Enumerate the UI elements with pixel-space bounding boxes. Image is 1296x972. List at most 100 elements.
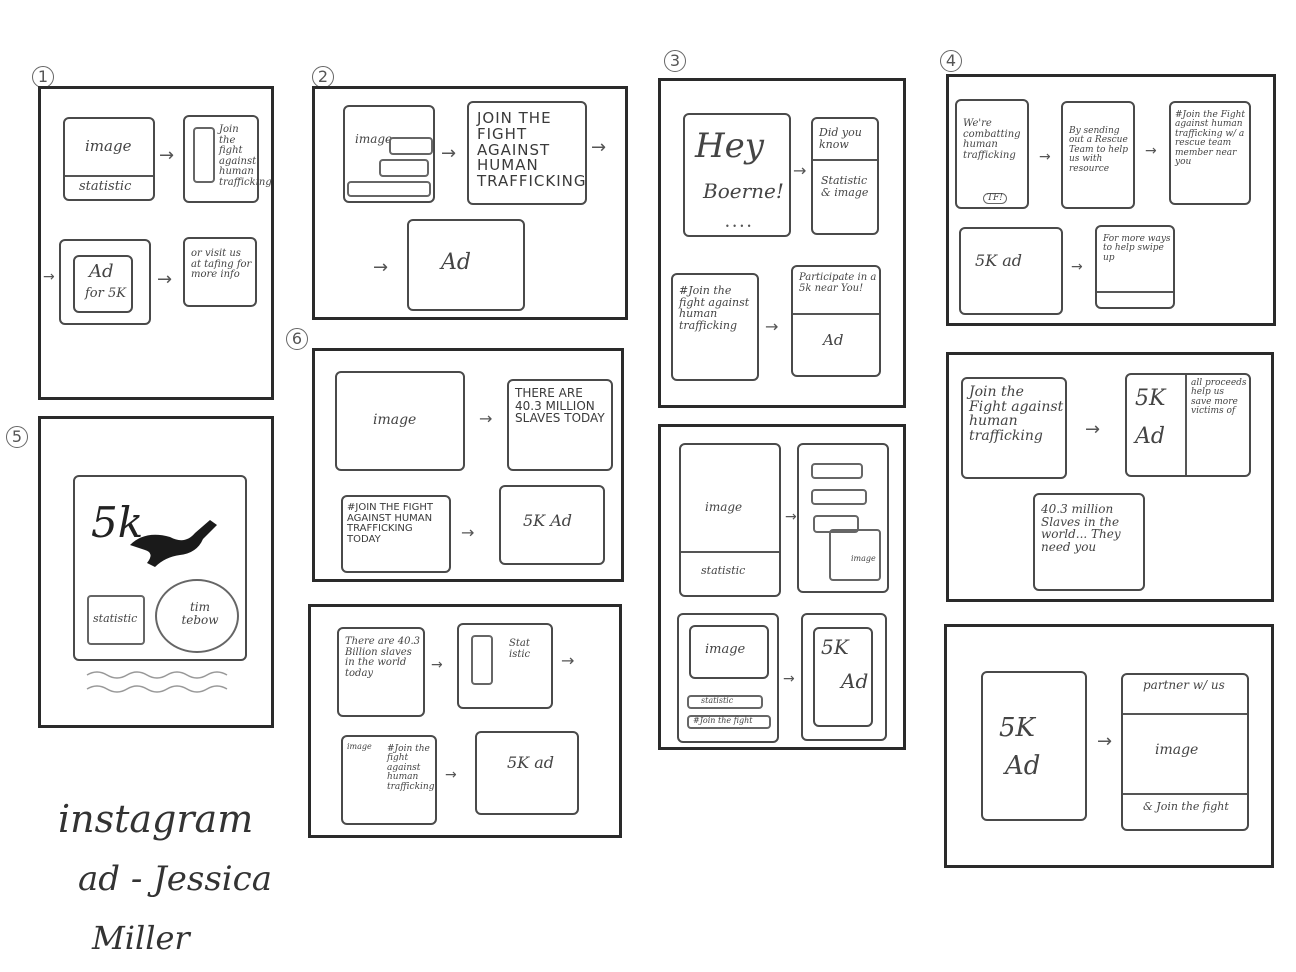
- stat-card: Stat istic: [457, 623, 553, 709]
- sketch-number-5: 5: [6, 426, 28, 448]
- join-card: #JOIN THE FIGHT AGAINST HUMAN TRAFFICKIN…: [341, 495, 451, 573]
- bars-card: image: [797, 443, 889, 593]
- arrow: →: [1039, 149, 1051, 165]
- text-bar: [811, 489, 867, 505]
- didyouknow-text: Did you know: [819, 126, 862, 151]
- statistic-label: statistic: [701, 564, 746, 577]
- arrow: →: [1071, 259, 1083, 275]
- image-card: image: [335, 371, 465, 471]
- 5k-label: 5K: [821, 635, 849, 659]
- sketch-2-frame: image → JOIN THE FIGHT AGAINST HUMAN TRA…: [312, 86, 628, 320]
- proceeds-text: all proceeds help us save more victims o…: [1191, 378, 1247, 417]
- join-bar: #Join the fight: [687, 715, 771, 729]
- 5k-ad-card: 5K ad: [475, 731, 579, 815]
- slaves-card: 40.3 million Slaves in the world... They…: [1033, 493, 1145, 591]
- statistic-bar: statistic: [687, 695, 763, 709]
- arrow: →: [783, 671, 795, 687]
- image-label: image: [705, 500, 743, 514]
- image-card: image: [343, 105, 435, 203]
- statistic-label: statistic: [79, 179, 132, 194]
- sketch-7-frame: There are 40.3 Billion slaves in the wor…: [308, 604, 622, 838]
- were-card: We're combatting human trafficking TF!: [955, 99, 1029, 209]
- image-label: image: [1155, 742, 1199, 758]
- tim-tebow-label: tim tebow: [181, 600, 219, 627]
- sketch-9-frame: Join the Fight against human trafficking…: [946, 352, 1274, 602]
- arrow: →: [441, 143, 457, 164]
- ad-outer: Ad for 5K: [59, 239, 151, 325]
- 5k-ad-card: 5K ad: [959, 227, 1063, 315]
- sketch-number-3: 3: [664, 50, 686, 72]
- image-label: image: [373, 412, 417, 428]
- sketch-6-frame: image → THERE ARE 40.3 MILLION SLAVES TO…: [312, 348, 624, 582]
- rescue-card: By sending out a Rescue Team to help us …: [1061, 101, 1135, 209]
- sketch-3-frame: Hey Boerne! • • • • → Did you know Stati…: [658, 78, 906, 408]
- image-box: image statistic: [63, 117, 155, 201]
- participate-text: Participate in a 5k near You!: [799, 272, 877, 294]
- 5k-text: 5k: [91, 498, 144, 547]
- runner-silhouette-icon: [130, 520, 217, 567]
- join-text: #Join the Fight against human traffickin…: [1175, 110, 1246, 168]
- arrow: →: [1145, 143, 1157, 159]
- sketch-4-frame: We're combatting human trafficking TF! →…: [946, 74, 1276, 326]
- text-bar: [389, 137, 433, 155]
- statistic-label: statistic: [701, 696, 734, 705]
- image-box: image: [829, 529, 881, 581]
- ad-label: Ad: [1135, 424, 1165, 449]
- statistic-label: Stat istic: [509, 638, 531, 660]
- ad-label: Ad: [841, 669, 869, 693]
- hey-card: Hey Boerne! • • • •: [683, 113, 791, 237]
- signature-line-2: ad - Jessica: [78, 859, 272, 899]
- join-text: #JOIN THE FIGHT AGAINST HUMAN TRAFFICKIN…: [347, 502, 434, 545]
- hey-text: Hey: [695, 126, 764, 166]
- ad-card: Ad: [407, 219, 525, 311]
- join-card: Join the Fight against human trafficking: [961, 377, 1067, 479]
- ad-label: Ad: [441, 250, 471, 275]
- join-text: Join the fight against human trafficking: [219, 124, 272, 188]
- tf-badge: TF!: [983, 193, 1007, 205]
- didyouknow-card: Did you know Statistic & image: [811, 117, 879, 235]
- join-card: #Join the Fight against human traffickin…: [1169, 101, 1251, 205]
- arrow: →: [445, 767, 457, 783]
- rotated-image-box: [193, 127, 215, 183]
- participate-card: Participate in a 5k near You! Ad: [791, 265, 881, 377]
- signature-line-1: instagram: [58, 797, 254, 841]
- image-join-card: image statistic #Join the fight: [677, 613, 779, 743]
- visit-text: or visit us at tafing for more info: [191, 248, 252, 280]
- 5k-poster: 5k statistic tim tebow: [73, 475, 247, 661]
- 5k-ad-card: 5K Ad: [801, 613, 887, 741]
- join-label: #Join the fight: [693, 716, 753, 725]
- arrow: →: [1085, 419, 1101, 440]
- 5k-label: 5K: [1135, 386, 1166, 411]
- arrow: →: [561, 651, 575, 670]
- there-card: THERE ARE 40.3 MILLION SLAVES TODAY: [507, 379, 613, 471]
- visit-card: or visit us at tafing for more info: [183, 237, 257, 307]
- arrow: →: [43, 269, 55, 285]
- image-stat-card: image statistic: [679, 443, 781, 597]
- 5k-ad-label: 5K ad: [507, 753, 554, 772]
- ad-label: Ad: [1005, 751, 1041, 781]
- image-label: image: [851, 554, 876, 563]
- sketch-number-6: 6: [286, 328, 308, 350]
- were-text: We're combatting human trafficking: [963, 118, 1021, 161]
- stat-image-text: Statistic & image: [821, 174, 869, 199]
- arrow: →: [373, 257, 389, 278]
- 5k-ad-label: 5K ad: [975, 251, 1022, 270]
- arrow: →: [1097, 731, 1113, 752]
- join-card: JOIN THE FIGHT AGAINST HUMAN TRAFFICKING: [467, 101, 587, 205]
- sketch-5-frame: 5k statistic tim tebow: [38, 416, 274, 728]
- arrow: →: [765, 317, 779, 336]
- more-ways-card: For more ways to help swipe up: [1095, 225, 1175, 309]
- join-card: #Join the fight against human traffickin…: [671, 273, 759, 381]
- ad-label: Ad: [823, 331, 844, 349]
- rescue-text: By sending out a Rescue Team to help us …: [1069, 126, 1129, 174]
- sketch-number-4: 4: [940, 50, 962, 72]
- arrow: →: [431, 657, 443, 673]
- arrow: →: [793, 161, 807, 180]
- there-text: THERE ARE 40.3 MILLION SLAVES TODAY: [515, 386, 605, 426]
- statistic-box: statistic: [87, 595, 145, 645]
- there-text: There are 40.3 Billion slaves in the wor…: [345, 636, 421, 679]
- join-text: JOIN THE FIGHT AGAINST HUMAN TRAFFICKING: [477, 109, 587, 190]
- join-text: & Join the fight: [1143, 800, 1229, 813]
- caption-scribble-icon: [86, 671, 228, 693]
- sketch-number-2: 2: [312, 66, 334, 88]
